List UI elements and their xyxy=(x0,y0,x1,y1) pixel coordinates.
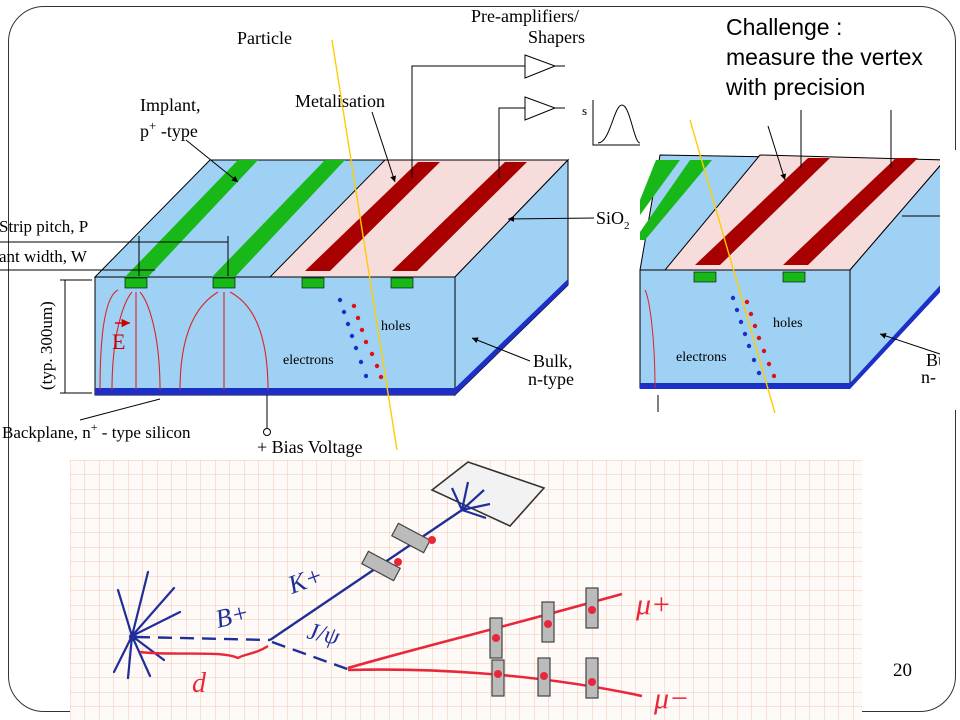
implant-section xyxy=(301,277,325,289)
muon-minus-track xyxy=(347,668,643,698)
field-lines xyxy=(99,289,269,391)
silicon-strip-detector-diagram: E holes electrons Particle Pre-amplifier… xyxy=(0,6,948,457)
bulk-label: Bulk, xyxy=(533,351,573,371)
implant-section xyxy=(390,277,414,289)
d-label: d xyxy=(192,668,207,699)
implant-section xyxy=(212,277,236,289)
particle-track xyxy=(331,39,398,451)
metalisation-label: Metalisation xyxy=(295,91,385,111)
signal-pulse xyxy=(592,100,641,146)
signal-label: s xyxy=(582,103,587,118)
sio2-label: SiO2 xyxy=(596,208,630,232)
challenge-text: Challenge : measure the vertex with prec… xyxy=(726,12,923,102)
implant-type-label: p+ -type xyxy=(140,118,198,141)
thickness-label: (typ. 300um) xyxy=(37,301,56,390)
implant-strip xyxy=(125,160,258,277)
copy-electrons-label: electrons xyxy=(676,350,727,365)
implant-strip xyxy=(212,160,345,277)
electron-dots xyxy=(337,297,369,379)
bias-voltage-label: + Bias Voltage xyxy=(257,437,363,457)
preamp-label-1: Pre-amplifiers/ xyxy=(471,6,579,26)
tracking-planes xyxy=(361,522,431,582)
page-number: 20 xyxy=(893,660,912,681)
muon-plus-track xyxy=(347,592,623,670)
metal-strip xyxy=(305,162,440,271)
decay-sketch: B+ K+ J/ψ μ+ μ− d xyxy=(70,460,862,720)
implant-section xyxy=(124,277,148,289)
backplane-layer xyxy=(95,388,455,395)
b-flight-line xyxy=(135,635,271,642)
challenge-line: Challenge : xyxy=(726,14,843,40)
challenge-line: with precision xyxy=(726,74,866,100)
backplane-label: Backplane, n+ - type silicon xyxy=(2,420,191,442)
metal-strip xyxy=(392,162,527,271)
jpsi-flight-line xyxy=(271,640,351,672)
calorimeter-box xyxy=(430,461,546,527)
implant-width-label: ant width, W xyxy=(0,247,88,266)
holes-label: holes xyxy=(381,319,411,334)
implant-label: Implant, xyxy=(140,95,201,115)
preamp-symbols xyxy=(411,54,565,178)
strip-pitch-label: Strip pitch, P xyxy=(0,217,88,236)
particle-label: Particle xyxy=(237,28,292,48)
kaon-track xyxy=(269,509,463,641)
detector-front-face xyxy=(94,276,456,396)
challenge-line: measure the vertex xyxy=(726,44,923,70)
electrons-label: electrons xyxy=(283,353,334,368)
hole-dots xyxy=(351,303,384,380)
efield-label: E xyxy=(112,329,125,354)
bulk-type-label: n-type xyxy=(528,369,574,389)
mu-plus-label: μ+ xyxy=(635,588,671,621)
primary-vertex xyxy=(112,570,182,680)
mu-minus-label: μ− xyxy=(653,682,689,715)
impact-parameter-brace xyxy=(139,644,269,660)
backplane-side xyxy=(455,279,568,395)
detector-copy xyxy=(639,110,947,414)
preamp-label-2: Shapers xyxy=(528,27,585,47)
copy-holes-label: holes xyxy=(773,316,803,331)
copy-bulk-type-label: n- xyxy=(921,367,936,387)
